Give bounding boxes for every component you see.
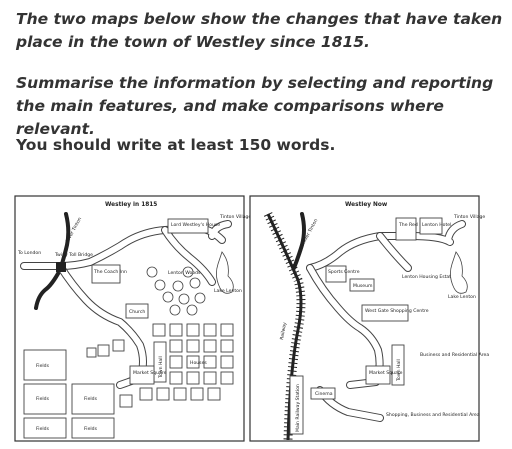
lenton-housing-estate-label: Lenton Housing Estate [402, 274, 454, 280]
fields-label-3: Fields [84, 396, 98, 402]
church [125, 303, 149, 319]
town-hall-label-1815: Town Hall [158, 356, 164, 379]
lenton-hotel-label: Lenton Hotel [422, 222, 451, 228]
lenton-woods-label: Lenton Woods [168, 270, 201, 276]
lake-lenton-label-now: Lake Lenton [448, 294, 476, 300]
houses-grid [86, 323, 234, 408]
coach-inn [91, 264, 121, 284]
task-instruction: Summarise the information by selecting a… [16, 74, 494, 138]
fields-1815 [23, 349, 115, 439]
museum-label: Museum [353, 283, 373, 289]
lake-lenton-label-1815: Lake Lenton [214, 288, 242, 294]
sports-centre [325, 265, 347, 283]
to-london-label: To London [17, 250, 41, 256]
market-square-now [365, 365, 391, 385]
fields-label-5: Fields [84, 426, 98, 432]
town-hall-label-now: Town Hall [396, 359, 402, 382]
business-residential-label: Business and Residential Area [420, 352, 489, 358]
fields-label-1: Fields [36, 363, 50, 369]
lenton-woods-trees [146, 266, 206, 316]
market-square-label-1815: Market Square [133, 370, 167, 376]
main-railway-station [289, 375, 304, 435]
lord-westleys-house-label: Lord Westley's House [171, 222, 220, 228]
cinema-label: Cinema [315, 391, 333, 397]
map-now-title: Westley Now [345, 202, 388, 208]
red-lion-label: The Red Lion [398, 222, 429, 228]
red-lion [395, 217, 417, 241]
town-hall-1815 [153, 341, 167, 383]
tinton-village-label-now: Tinton Village [453, 214, 485, 220]
market-square-label-now: Market Square [369, 370, 403, 376]
lake-lenton-now [450, 251, 468, 294]
toll-bridge-label: Twiny Toll Bridge [54, 252, 93, 258]
shopping-business-label: Shopping, Business and Residential Area [386, 412, 480, 418]
westgate-shopping-centre [361, 304, 409, 322]
map-now: Westley Now Railway River Tinton The Red… [249, 195, 489, 442]
lenton-hotel [419, 217, 443, 235]
houses-label: Houses [190, 360, 207, 366]
museum [349, 278, 375, 292]
sports-centre-label: Sports Centre [328, 269, 360, 275]
fields-label-2: Fields [36, 396, 50, 402]
westgate-label: West Gate Shopping Centre [365, 308, 429, 314]
task-intro: The two maps below show the changes that… [16, 10, 503, 51]
town-hall-now [391, 344, 405, 386]
railway-label: Railway [279, 322, 288, 341]
main-railway-station-label: Main Railway Station [295, 384, 301, 432]
tinton-village-label-1815: Tinton Village [219, 214, 251, 220]
task-word-count: You should write at least 150 words. [16, 136, 336, 154]
market-square-1815 [129, 365, 155, 385]
lord-westleys-house [167, 218, 209, 234]
river-now [292, 212, 306, 270]
coach-inn-label: The Coach Inn [93, 269, 127, 275]
map-1815-title: Westley in 1815 [105, 202, 157, 208]
fields-label-4: Fields [36, 426, 50, 432]
lake-lenton-1815 [216, 251, 234, 294]
church-label: Church [129, 309, 145, 315]
cinema [310, 387, 336, 400]
toll-bridge-1815 [56, 262, 66, 272]
map-1815: Westley in 1815 River Tinton To London T… [14, 195, 251, 442]
